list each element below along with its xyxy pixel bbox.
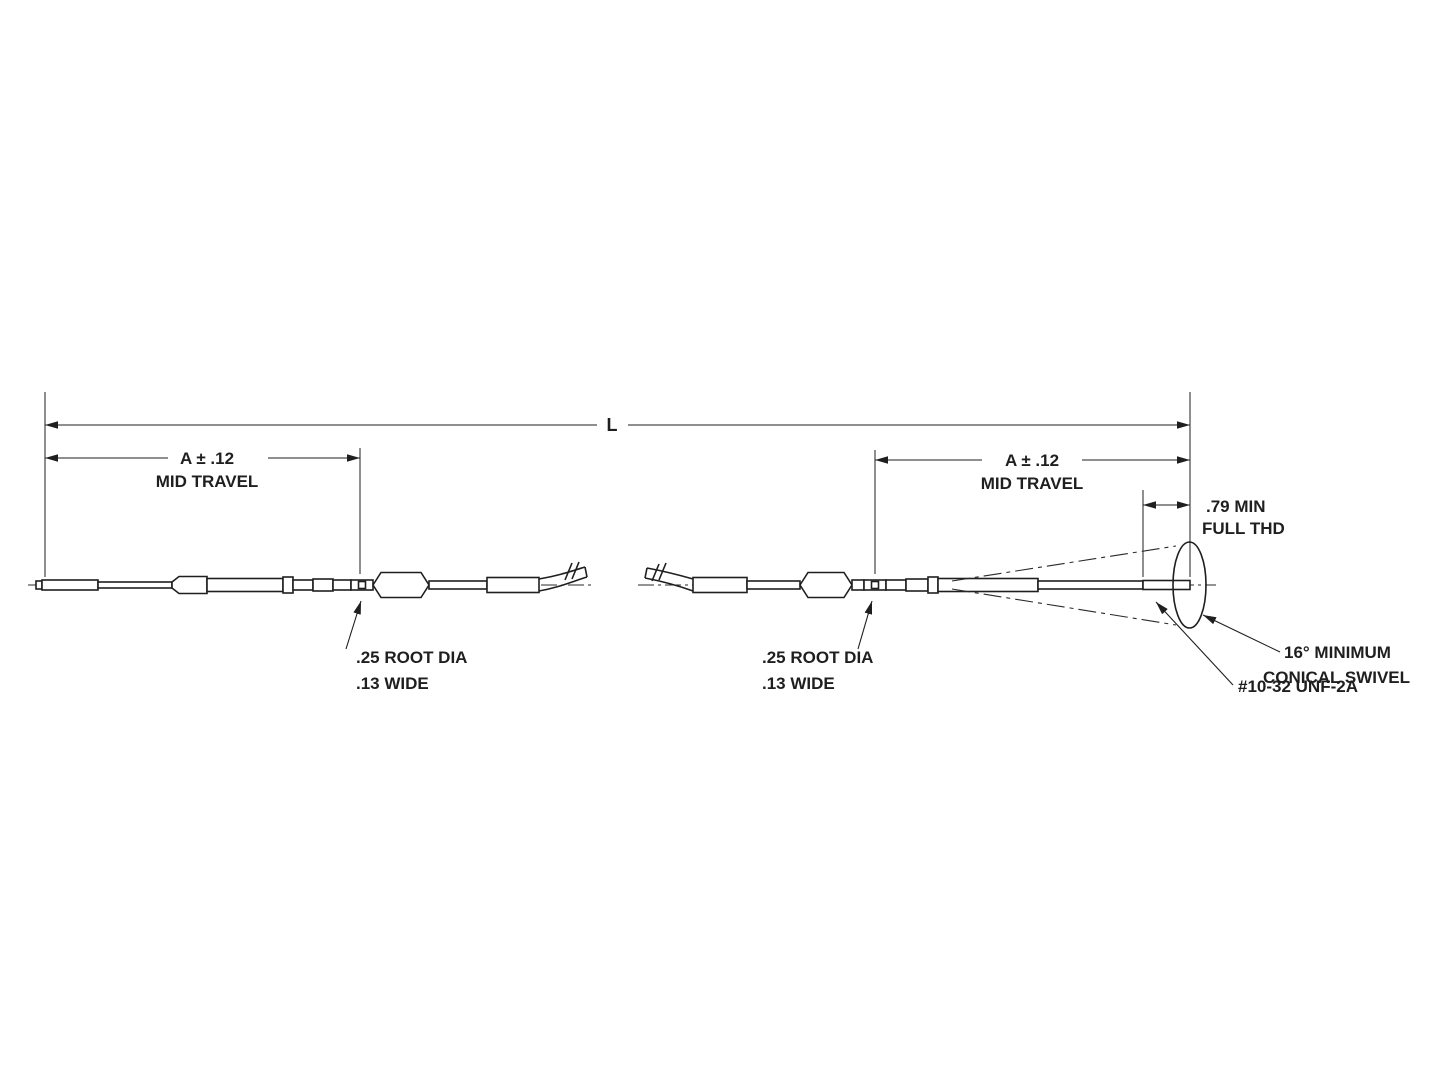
right-threaded-end <box>1142 579 1191 591</box>
right-groove-label-line1: .25 ROOT DIA <box>762 648 873 667</box>
dimension-left-mid-travel: A ± .12 MID TRAVEL <box>45 449 360 491</box>
callout-thread-spec: #10-32 UNF-2A <box>1155 601 1358 696</box>
right-break-tick-2 <box>658 562 667 581</box>
left-collar <box>282 576 294 594</box>
left-travel-value-label: A ± .12 <box>180 449 234 468</box>
right-groove-leader <box>857 600 873 650</box>
right-flex-cable-end <box>644 567 648 579</box>
left-flex-cable-top <box>538 566 586 580</box>
swivel-cone-upper-line <box>951 545 1177 582</box>
swivel-cone-lower-line <box>951 588 1177 626</box>
left-flex-cable-end <box>584 566 588 578</box>
left-groove-label-line1: .25 ROOT DIA <box>356 648 467 667</box>
left-rod <box>97 581 173 589</box>
right-helical-wrap <box>692 576 748 594</box>
left-helical-wrap <box>486 576 540 594</box>
swivel-leader <box>1202 614 1281 653</box>
right-break-tick-1 <box>651 563 660 582</box>
left-root-groove <box>357 580 367 590</box>
right-root-groove <box>870 580 880 590</box>
left-cable-assembly <box>28 561 592 599</box>
full-thread-label-line1: .79 MIN <box>1206 497 1266 516</box>
right-output-rod <box>746 580 801 590</box>
swivel-label-line1: 16° MINIMUM <box>1284 643 1391 662</box>
right-cable-assembly <box>638 562 1216 599</box>
right-collar <box>927 576 939 594</box>
dimension-right-mid-travel: A ± .12 MID TRAVEL <box>875 451 1190 493</box>
right-swaged-body <box>799 571 853 599</box>
full-thread-label-line2: FULL THD <box>1202 519 1285 538</box>
right-flex-cable-top <box>646 567 694 580</box>
thread-spec-leader <box>1155 601 1234 686</box>
left-hub-section <box>292 579 314 591</box>
dimension-overall-length: L <box>45 415 1190 435</box>
left-break-tick-2 <box>571 561 580 580</box>
thread-spec-label: #10-32 UNF-2A <box>1238 677 1358 696</box>
right-travel-value-label: A ± .12 <box>1005 451 1059 470</box>
right-knurled-adjuster <box>905 578 929 592</box>
left-flex-cable-bottom <box>538 576 588 592</box>
left-knurled-adjuster <box>312 578 334 592</box>
right-hub-section-2 <box>885 579 907 591</box>
left-groove-leader <box>345 600 362 650</box>
swivel-label-line2: CONICAL SWIVEL <box>1263 668 1410 687</box>
callout-right-groove: .25 ROOT DIA .13 WIDE <box>762 600 873 693</box>
right-groove-label-line2: .13 WIDE <box>762 674 835 693</box>
left-travel-caption-label: MID TRAVEL <box>156 472 259 491</box>
callout-conical-swivel: 16° MINIMUM CONICAL SWIVEL <box>1202 614 1410 687</box>
left-break-tick-1 <box>564 562 573 581</box>
conical-swivel-envelope <box>951 541 1207 629</box>
right-flex-cable-bottom <box>644 577 694 592</box>
left-conduit-tube <box>206 577 284 593</box>
right-hub-section <box>851 579 865 591</box>
swivel-sweep-ellipse <box>1172 541 1207 629</box>
callout-left-groove: .25 ROOT DIA .13 WIDE <box>345 600 467 693</box>
left-rod-tip <box>35 580 43 590</box>
left-hub-section-2 <box>332 579 352 591</box>
left-swaged-body <box>372 571 430 599</box>
dimension-full-thread: .79 MIN FULL THD <box>1143 497 1285 538</box>
left-threaded-end <box>41 579 99 591</box>
left-ferrule <box>171 575 208 595</box>
right-rod <box>1037 580 1144 590</box>
overall-length-label: L <box>607 415 618 435</box>
left-groove-label-line2: .13 WIDE <box>356 674 429 693</box>
left-output-rod <box>428 580 488 590</box>
right-travel-caption-label: MID TRAVEL <box>981 474 1084 493</box>
